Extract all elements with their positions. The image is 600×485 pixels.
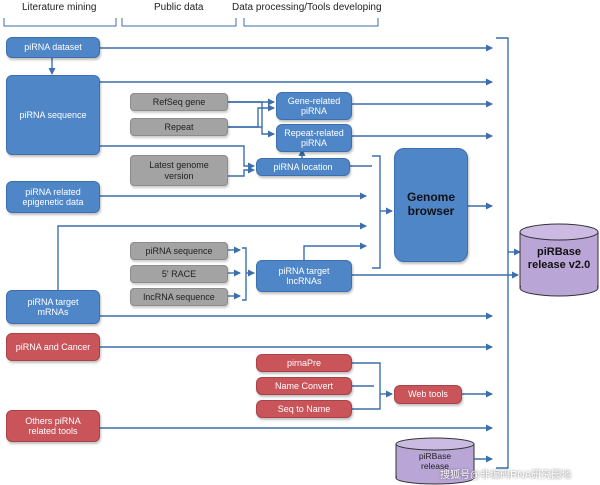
release-cylinder xyxy=(519,223,599,297)
header-brackets xyxy=(3,18,379,27)
node-pirnapre: pirnaPre xyxy=(256,354,352,372)
node-target-mrnas: piRNA target mRNAs xyxy=(6,290,100,324)
header-literature-mining: Literature mining xyxy=(22,2,97,13)
arrow-genome-to-location xyxy=(228,166,255,177)
node-target-lncrnas: piRNA target lncRNAs xyxy=(256,260,352,292)
bracket-tools xyxy=(374,362,381,410)
header-public-data: Public data xyxy=(154,2,204,13)
node-gene-related-pirna: Gene-related piRNA xyxy=(276,92,352,120)
arrow-sequence-to-location xyxy=(100,145,255,170)
node-name-convert: Name Convert xyxy=(256,377,352,395)
label-release-v2: piRBase release v2.0 xyxy=(527,246,591,271)
watermark-text: 搜狐号@非编码RNA研究园地 xyxy=(440,470,572,481)
node-repeat-related-pirna: Repeat-related piRNA xyxy=(276,124,352,152)
node-pirna-dataset: piRNA dataset xyxy=(6,37,100,58)
arrow-repeat-to-gene xyxy=(228,104,275,128)
node-pirna-cancer: piRNA and Cancer xyxy=(6,333,100,361)
label-release-old: piRBase release xyxy=(418,451,452,471)
node-genome-browser: Genome browser xyxy=(394,148,468,262)
arrow-refseq-to-repeat-related xyxy=(228,101,275,138)
arrow-lnc-up xyxy=(303,242,367,260)
node-refseq-gene: RefSeq gene xyxy=(130,93,228,111)
header-data-processing: Data processing/Tools developing xyxy=(232,2,382,13)
node-5-race: 5' RACE xyxy=(130,265,228,283)
node-pirna-sequence: piRNA sequence xyxy=(6,75,100,155)
node-others-tools: Others piRNA related tools xyxy=(6,410,100,442)
node-public-pirna-sequence: piRNA sequence xyxy=(130,242,228,260)
bracket-public-lnc xyxy=(242,247,247,301)
node-epigenetic-data: piRNA related epigenetic data xyxy=(6,181,100,213)
node-latest-genome: Latest genome version xyxy=(130,155,228,186)
big-right-bracket xyxy=(496,37,509,469)
node-web-tools: Web tools xyxy=(394,385,462,404)
release-old-cylinder xyxy=(395,437,475,485)
node-seq-to-name: Seq to Name xyxy=(256,400,352,418)
node-lncrna-sequence: lncRNA sequence xyxy=(130,288,228,306)
line-mrna-up xyxy=(57,222,367,290)
bracket-to-genome xyxy=(372,155,381,269)
node-repeat: Repeat xyxy=(130,118,228,136)
connectors xyxy=(48,37,521,469)
node-pirna-location: piRNA location xyxy=(256,158,350,176)
